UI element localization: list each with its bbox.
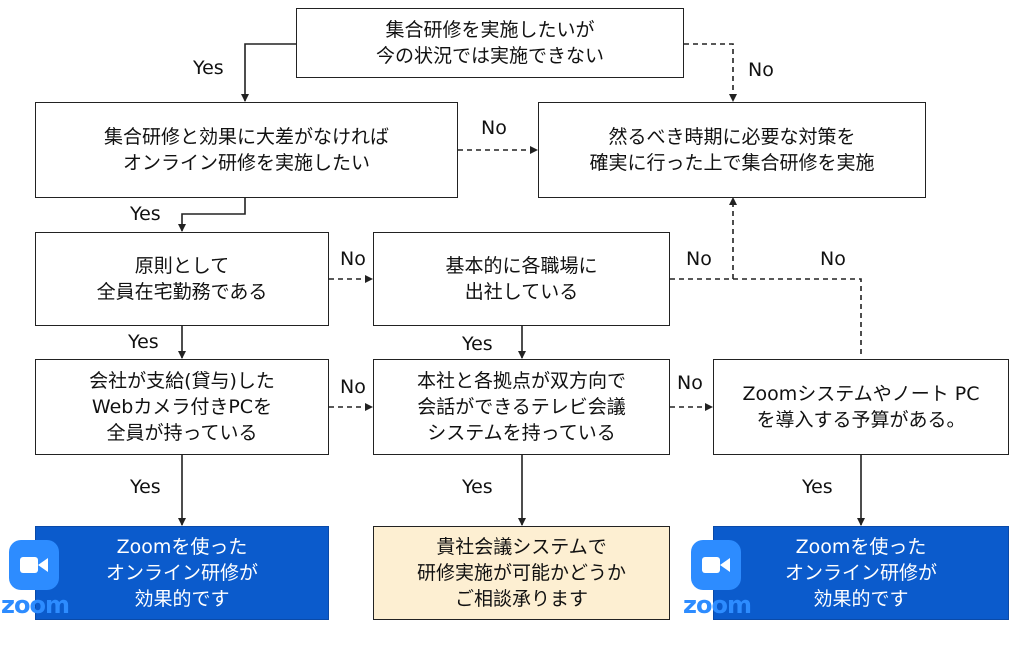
- yes-label-q2: Yes: [128, 331, 159, 353]
- yes-connectors: [178, 43, 865, 526]
- result-zoom-right-line-2: オンライン研修が: [784, 562, 937, 584]
- no-connectors: [329, 43, 862, 411]
- question-pc-line-2: Webカメラ付きPCを: [91, 396, 273, 418]
- no-label-q4: No: [340, 376, 366, 398]
- result-zoom-box-right: Zoomを使った オンライン研修が 効果的です: [713, 526, 1009, 620]
- result-zoom-right-line-3: 効果的です: [813, 588, 909, 610]
- result-consult-line-3: ご相談承ります: [454, 588, 588, 610]
- question-budget-line-1: Zoomシステムやノート PC: [742, 383, 980, 405]
- question-office-line-2: 出社している: [464, 281, 579, 303]
- no-label-q5: No: [677, 372, 703, 394]
- yes-label-start: Yes: [193, 57, 224, 79]
- zoom-wordmark: zoom: [683, 591, 752, 619]
- yes-label-q5: Yes: [462, 476, 493, 498]
- question-pc-box: 会社が支給(貸与)した Webカメラ付きPCを 全員が持っている: [35, 359, 329, 455]
- no-label-q6: No: [820, 248, 846, 270]
- question-remote-work-box: 原則として 全員在宅勤務である: [35, 232, 329, 326]
- question-video-conf-line-1: 本社と各拠点が双方向で: [416, 370, 626, 392]
- result-zoom-right-line-1: Zoomを使った: [795, 536, 927, 558]
- zoom-logo-right: zoom: [682, 540, 752, 624]
- question-online-training-line-1: 集合研修と効果に大差がなければ: [103, 126, 389, 148]
- zoom-camera-icon: [9, 540, 59, 590]
- result-zoom-left-line-3: 効果的です: [134, 588, 230, 610]
- question-remote-work-line-2: 全員在宅勤務である: [96, 281, 268, 303]
- no-label-q1: No: [481, 117, 507, 139]
- zoom-logo-left: zoom: [0, 540, 70, 624]
- necessary-measures-box: 然るべき時期に必要な対策を 確実に行った上で集合研修を実施: [538, 102, 926, 198]
- yes-label-q3: Yes: [462, 333, 493, 355]
- question-online-training-box: 集合研修と効果に大差がなければ オンライン研修を実施したい: [35, 102, 458, 198]
- question-online-training-line-2: オンライン研修を実施したい: [122, 152, 370, 174]
- question-remote-work-line-1: 原則として: [134, 255, 230, 277]
- start-box: 集合研修を実施したいが 今の状況では実施できない: [296, 8, 684, 78]
- question-video-conf-line-2: 会話ができるテレビ会議: [417, 396, 626, 418]
- start-line-1: 集合研修を実施したいが: [385, 19, 595, 41]
- no-label-q2: No: [340, 248, 366, 270]
- result-consult-line-2: 研修実施が可能かどうか: [416, 562, 626, 584]
- zoom-wordmark: zoom: [1, 591, 70, 619]
- yes-label-q1: Yes: [130, 203, 161, 225]
- question-video-conf-box: 本社と各拠点が双方向で 会話ができるテレビ会議 システムを持っている: [373, 359, 670, 455]
- question-video-conf-line-3: システムを持っている: [427, 422, 616, 444]
- no-label-q3: No: [686, 248, 712, 270]
- result-zoom-box-left: Zoomを使った オンライン研修が 効果的です: [35, 526, 329, 620]
- result-consult-line-1: 貴社会議システムで: [436, 536, 607, 558]
- necessary-measures-line-2: 確実に行った上で集合研修を実施: [589, 152, 875, 174]
- result-zoom-left-line-1: Zoomを使った: [116, 536, 248, 558]
- question-office-box: 基本的に各職場に 出社している: [373, 232, 670, 326]
- yes-label-q4: Yes: [130, 476, 161, 498]
- result-consult-box: 貴社会議システムで 研修実施が可能かどうか ご相談承ります: [373, 526, 670, 620]
- question-pc-line-3: 全員が持っている: [106, 422, 258, 444]
- yes-label-q6: Yes: [802, 476, 833, 498]
- question-budget-box: Zoomシステムやノート PC を導入する予算がある。: [713, 359, 1009, 455]
- no-label-start: No: [748, 59, 774, 81]
- necessary-measures-line-1: 然るべき時期に必要な対策を: [608, 126, 856, 148]
- question-budget-line-2: を導入する予算がある。: [756, 409, 966, 431]
- zoom-camera-icon: [691, 540, 741, 590]
- start-line-2: 今の状況では実施できない: [375, 45, 604, 67]
- question-office-line-1: 基本的に各職場に: [445, 255, 598, 277]
- question-pc-line-1: 会社が支給(貸与)した: [89, 370, 275, 392]
- result-zoom-left-line-2: オンライン研修が: [105, 562, 258, 584]
